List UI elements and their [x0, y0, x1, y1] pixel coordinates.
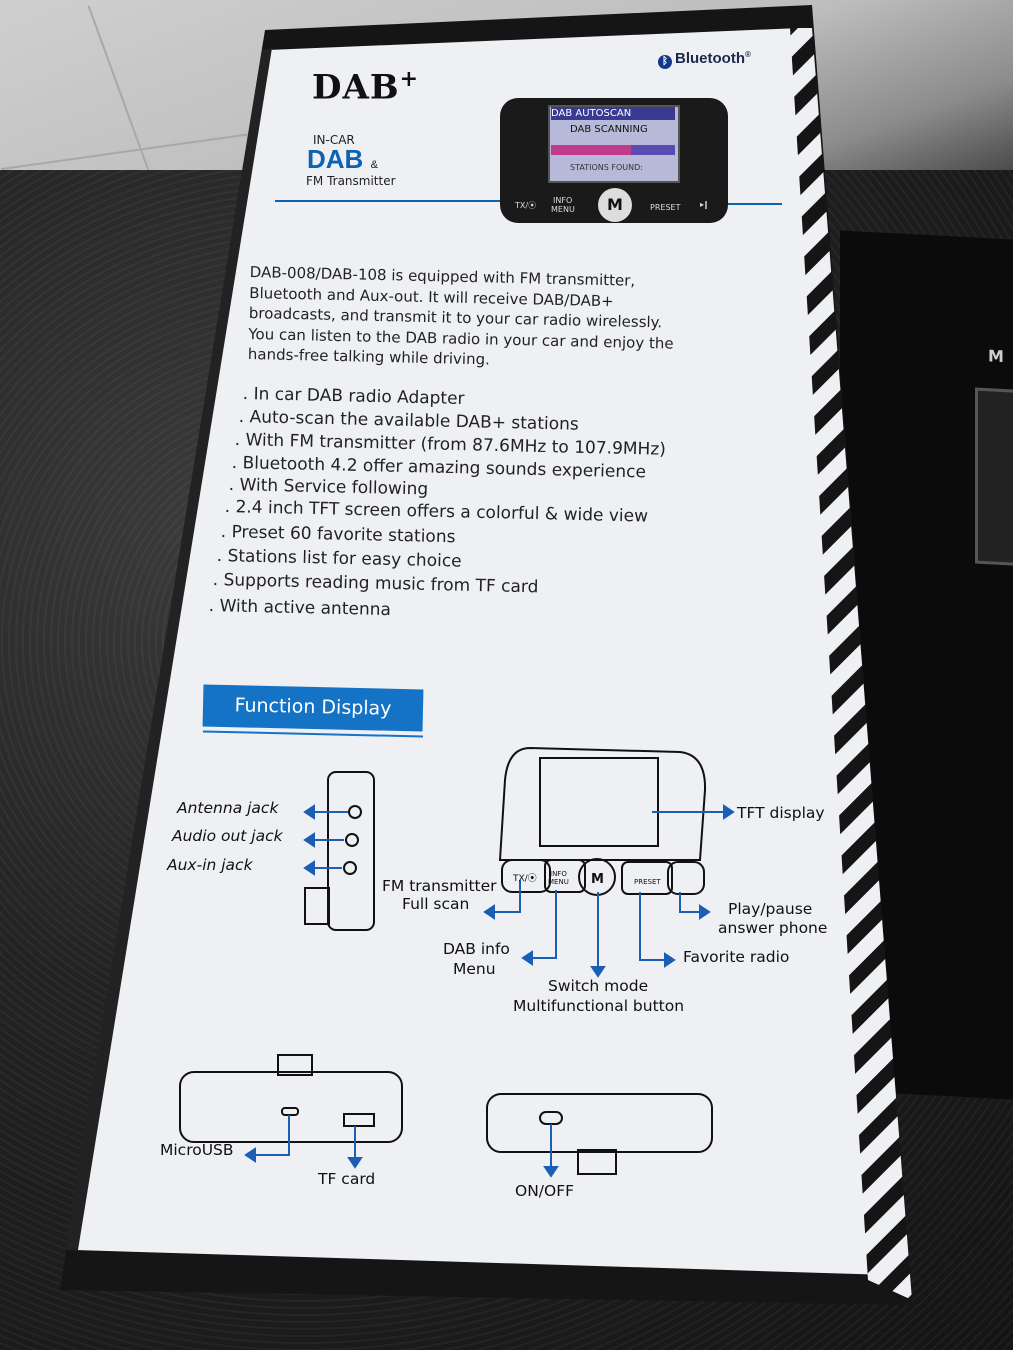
- device-keys: TX/⦿ INFO MENU PRESET ▸‖: [505, 190, 723, 220]
- dab-plus-logo: DAB+: [312, 66, 420, 108]
- bottom-view-outline: [179, 1071, 403, 1143]
- header-rule-left: [275, 200, 503, 202]
- tx-key: TX/⦿: [515, 201, 537, 210]
- screen-title: DAB AUTOSCAN: [551, 107, 675, 120]
- fm-transmitter-label: FM Transmitter: [306, 174, 396, 188]
- tft-display-label: TFT display: [737, 804, 825, 822]
- diagram-info-key-label: INFO: [550, 870, 567, 878]
- menu-key: MENU: [551, 205, 575, 214]
- header-rule-right: [722, 203, 782, 205]
- top-knob: [577, 1149, 617, 1175]
- play-pause-label: Play/pause: [728, 900, 813, 918]
- micro-usb-port: [281, 1107, 299, 1116]
- audio-out-jack-label: Audio out jack: [172, 827, 283, 845]
- antenna-jack-port: [348, 805, 362, 819]
- aux-in-port: [343, 861, 357, 875]
- side-view-outline: [327, 771, 375, 931]
- diagram-preset-key-label: PRESET: [634, 878, 661, 886]
- on-off-label: ON/OFF: [515, 1182, 575, 1200]
- info-key: INFO: [553, 196, 573, 205]
- preset-key: PRESET: [650, 203, 681, 212]
- in-car-label: IN-CAR: [313, 133, 355, 147]
- front-play-key: [667, 861, 705, 895]
- micro-usb-label: MicroUSB: [160, 1141, 234, 1159]
- box-face: [75, 28, 890, 1275]
- bluetooth-icon: ᛒ: [658, 55, 672, 69]
- aux-in-jack-label: Aux-in jack: [167, 856, 253, 874]
- m-button: M: [598, 188, 632, 222]
- box-left-edge: [65, 48, 272, 1250]
- front-info-key: [544, 859, 586, 893]
- dab-info-label: DAB info: [443, 940, 510, 958]
- fm-transmitter-diagram-label: FM transmitter: [382, 877, 497, 895]
- tf-card-label: TF card: [318, 1170, 376, 1188]
- bottom-knob: [277, 1054, 313, 1076]
- screen-progress-fill: [551, 145, 631, 155]
- screen-status: DAB SCANNING: [570, 124, 648, 135]
- audio-out-port: [345, 833, 359, 847]
- dab-title: DAB &: [307, 144, 378, 174]
- multifunctional-button-label: Multifunctional button: [513, 997, 685, 1015]
- on-off-switch: [539, 1111, 563, 1125]
- top-view-outline: [486, 1093, 713, 1153]
- diagram-menu-key-label: MENU: [548, 878, 569, 886]
- tf-card-slot: [343, 1113, 375, 1127]
- front-tx-key: [501, 859, 551, 893]
- favorite-radio-label: Favorite radio: [683, 948, 790, 966]
- full-scan-label: Full scan: [402, 895, 470, 913]
- menu-label: Menu: [453, 960, 496, 978]
- front-view-outline: [498, 746, 707, 861]
- box-stripe-edge: [790, 28, 912, 1300]
- answer-phone-label: answer phone: [718, 919, 828, 937]
- screen-stations-found: STATIONS FOUND:: [570, 163, 643, 172]
- diagram-tx-key-label: TX/⦿: [512, 873, 537, 884]
- play-pause-key: ▸‖: [700, 200, 709, 209]
- front-screen-outline: [539, 757, 659, 847]
- front-preset-key: [621, 861, 673, 895]
- side-knob: [304, 887, 330, 925]
- diagram-m-key-label: M: [591, 872, 604, 887]
- switch-mode-label: Switch mode: [548, 977, 649, 995]
- antenna-jack-label: Antenna jack: [177, 799, 279, 817]
